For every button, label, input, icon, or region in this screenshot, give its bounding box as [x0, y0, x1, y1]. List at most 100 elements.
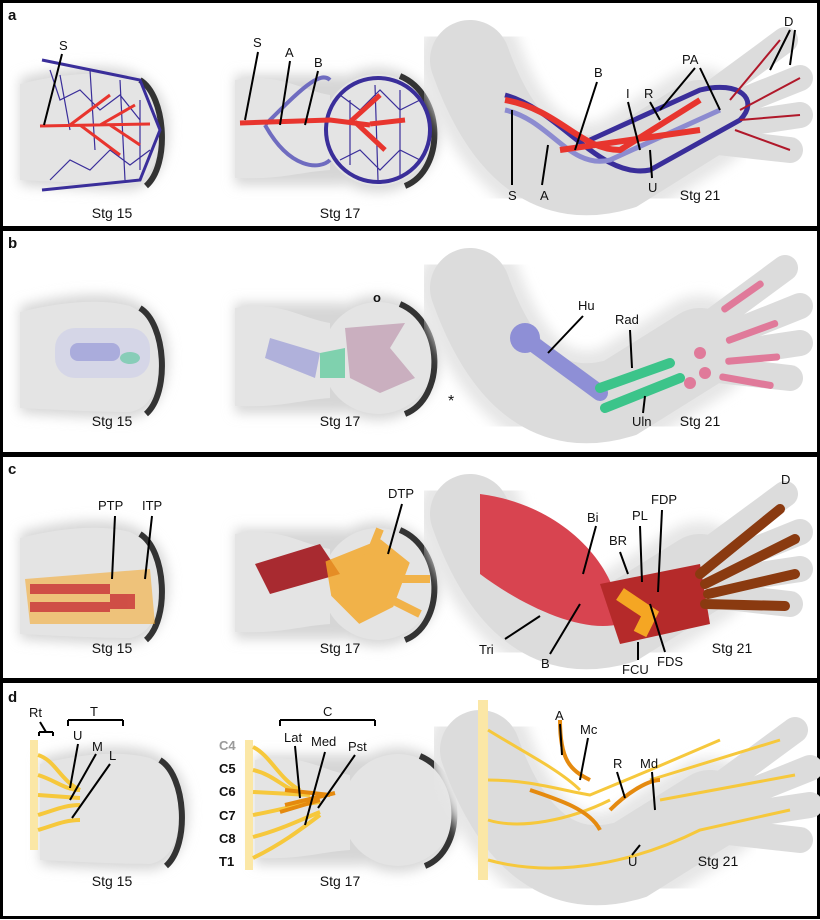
segment-C4: C4: [219, 738, 236, 753]
spinal-nerves-stg15: [37, 753, 81, 832]
label-PL: PL: [632, 508, 648, 523]
label-B: B: [541, 656, 550, 671]
stage-label: Stg 15: [92, 413, 133, 429]
segment-C8: C8: [219, 831, 236, 846]
digit-tendons: [695, 504, 800, 611]
tendon-primordia-stg17: [325, 527, 430, 624]
stage-label: Stg 17: [320, 205, 361, 221]
humerus-head: [510, 323, 540, 353]
label-Pst: Pst: [348, 739, 367, 754]
label-C: C: [323, 704, 332, 719]
label-Md: Md: [640, 756, 658, 771]
label-M: M: [92, 739, 103, 754]
stage-label: Stg 21: [712, 640, 753, 656]
label-asterisk: *: [448, 393, 454, 410]
label-FDS: FDS: [657, 654, 683, 669]
label-S: S: [253, 35, 262, 50]
spinal-cord-stg17: [245, 740, 253, 870]
leader-lines: [111, 503, 666, 660]
label-FCU: FCU: [622, 662, 649, 677]
label-ITP: ITP: [142, 498, 162, 513]
vasculature-stg21: [504, 39, 801, 174]
panel-b: b Stg 15 Stg 17 Stg 21 o * Hu Rad Uln: [8, 235, 800, 429]
label-Tri: Tri: [479, 642, 494, 657]
label-Rad: Rad: [615, 312, 639, 327]
stage-label: Stg 15: [92, 205, 133, 221]
label-S: S: [59, 38, 68, 53]
stage-label: Stg 21: [680, 413, 721, 429]
limb-nerves-stg21: [487, 728, 796, 870]
panel-letter-d: d: [8, 689, 17, 706]
label-BR: BR: [609, 533, 627, 548]
stage-label: Stg 17: [320, 640, 361, 656]
leader-lines: [547, 315, 646, 414]
label-I: I: [626, 86, 630, 101]
label-T: T: [90, 704, 98, 719]
segment-T1: T1: [219, 854, 234, 869]
stage-label: Stg 17: [320, 413, 361, 429]
limb-stg21: [470, 40, 800, 175]
vascular-plexus-stg15: [39, 58, 162, 192]
zeugopod-stg17: [320, 348, 345, 378]
humerus-bone: [517, 330, 608, 401]
panel-letter-a: a: [8, 7, 17, 24]
forearm-muscles: [600, 564, 710, 644]
muscle-precursors-stg15: [30, 584, 135, 612]
stage-label: Stg 15: [92, 640, 133, 656]
panel-a: a Stg 15 Stg 17 Stg 21 S S A B B I R PA …: [8, 7, 800, 221]
label-U: U: [628, 854, 637, 869]
label-B: B: [314, 55, 323, 70]
label-S: S: [508, 188, 517, 203]
vascular-plexus-stg17: [239, 75, 432, 184]
label-B: B: [594, 65, 603, 80]
leader-lines: [43, 29, 796, 186]
segment-C7: C7: [219, 808, 236, 823]
label-D: D: [784, 14, 793, 29]
limb-stg21: [480, 730, 810, 865]
elbow-tendon: [616, 588, 660, 638]
panel-letter-b: b: [8, 235, 17, 252]
label-U: U: [648, 180, 657, 195]
label-Med: Med: [311, 734, 336, 749]
stage-label: Stg 21: [698, 853, 739, 869]
segment-C6: C6: [219, 784, 236, 799]
humerus-stg17: [265, 338, 320, 378]
panel-a-frame: [0, 0, 820, 229]
label-Rt: Rt: [29, 705, 42, 720]
radius-ulna-bones: [595, 358, 685, 413]
label-R: R: [613, 756, 622, 771]
stage-label: Stg 15: [92, 873, 133, 889]
panel-d: d Stg 15 Stg 17 Stg 21 Rt T U M L C Lat …: [8, 689, 810, 889]
label-Mc: Mc: [580, 722, 598, 737]
label-PTP: PTP: [98, 498, 123, 513]
label-A: A: [285, 45, 294, 60]
label-Uln: Uln: [632, 414, 652, 429]
triceps-biceps-muscles: [480, 494, 620, 626]
panel-c-frame: [0, 454, 820, 681]
label-U: U: [73, 728, 82, 743]
label-FDP: FDP: [651, 492, 677, 507]
stage-label: Stg 21: [680, 187, 721, 203]
autopod-stg17: [345, 323, 415, 393]
label-D: D: [781, 472, 790, 487]
label-PA: PA: [682, 52, 699, 67]
label-L: L: [109, 748, 116, 763]
zeugopod-primordium: [120, 352, 140, 364]
leader-lines: [38, 719, 656, 856]
label-A: A: [540, 188, 549, 203]
label-Lat: Lat: [284, 730, 302, 745]
muscle-masses-stg17: [255, 544, 340, 594]
label-Bi: Bi: [587, 510, 599, 525]
label-R: R: [644, 86, 653, 101]
spinal-cord-stg21: [478, 700, 488, 880]
label-DTP: DTP: [388, 486, 414, 501]
label-A: A: [555, 708, 564, 723]
segment-C5: C5: [219, 761, 236, 776]
panel-c: c Stg 15 Stg 17 Stg 21 PTP ITP DTP D Bi …: [8, 461, 800, 677]
label-Hu: Hu: [578, 298, 595, 313]
digit-bones: [684, 280, 781, 389]
panel-letter-c: c: [8, 461, 16, 478]
panel-b-frame: [0, 228, 820, 455]
